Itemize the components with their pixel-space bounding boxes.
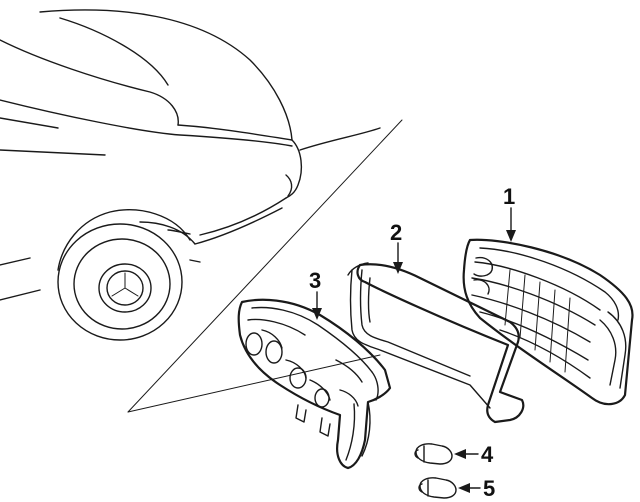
gasket-part-2 [347, 262, 525, 424]
callout-labels: 1 2 3 4 5 [309, 184, 515, 501]
lens-part-1 [462, 238, 634, 406]
arrowhead-2 [393, 262, 403, 274]
section-guide-lines [127, 119, 403, 413]
wheel [57, 223, 183, 341]
callout-number-2: 2 [390, 220, 402, 245]
arrowhead-3 [312, 308, 322, 320]
callout-number-1: 1 [503, 184, 515, 209]
car-body [0, 9, 381, 301]
arrowhead-1 [506, 230, 516, 242]
callout-number-3: 3 [309, 268, 321, 293]
housing-part-3 [237, 298, 392, 470]
bulb-part-5 [418, 477, 457, 499]
callout-arrows [312, 207, 516, 493]
arrowhead-5 [458, 483, 470, 493]
hubcap-star-emblem [111, 272, 139, 297]
callout-number-5: 5 [483, 476, 495, 501]
callout-number-4: 4 [481, 442, 494, 467]
arrowhead-4 [454, 449, 466, 459]
bulb-part-4 [414, 443, 453, 465]
